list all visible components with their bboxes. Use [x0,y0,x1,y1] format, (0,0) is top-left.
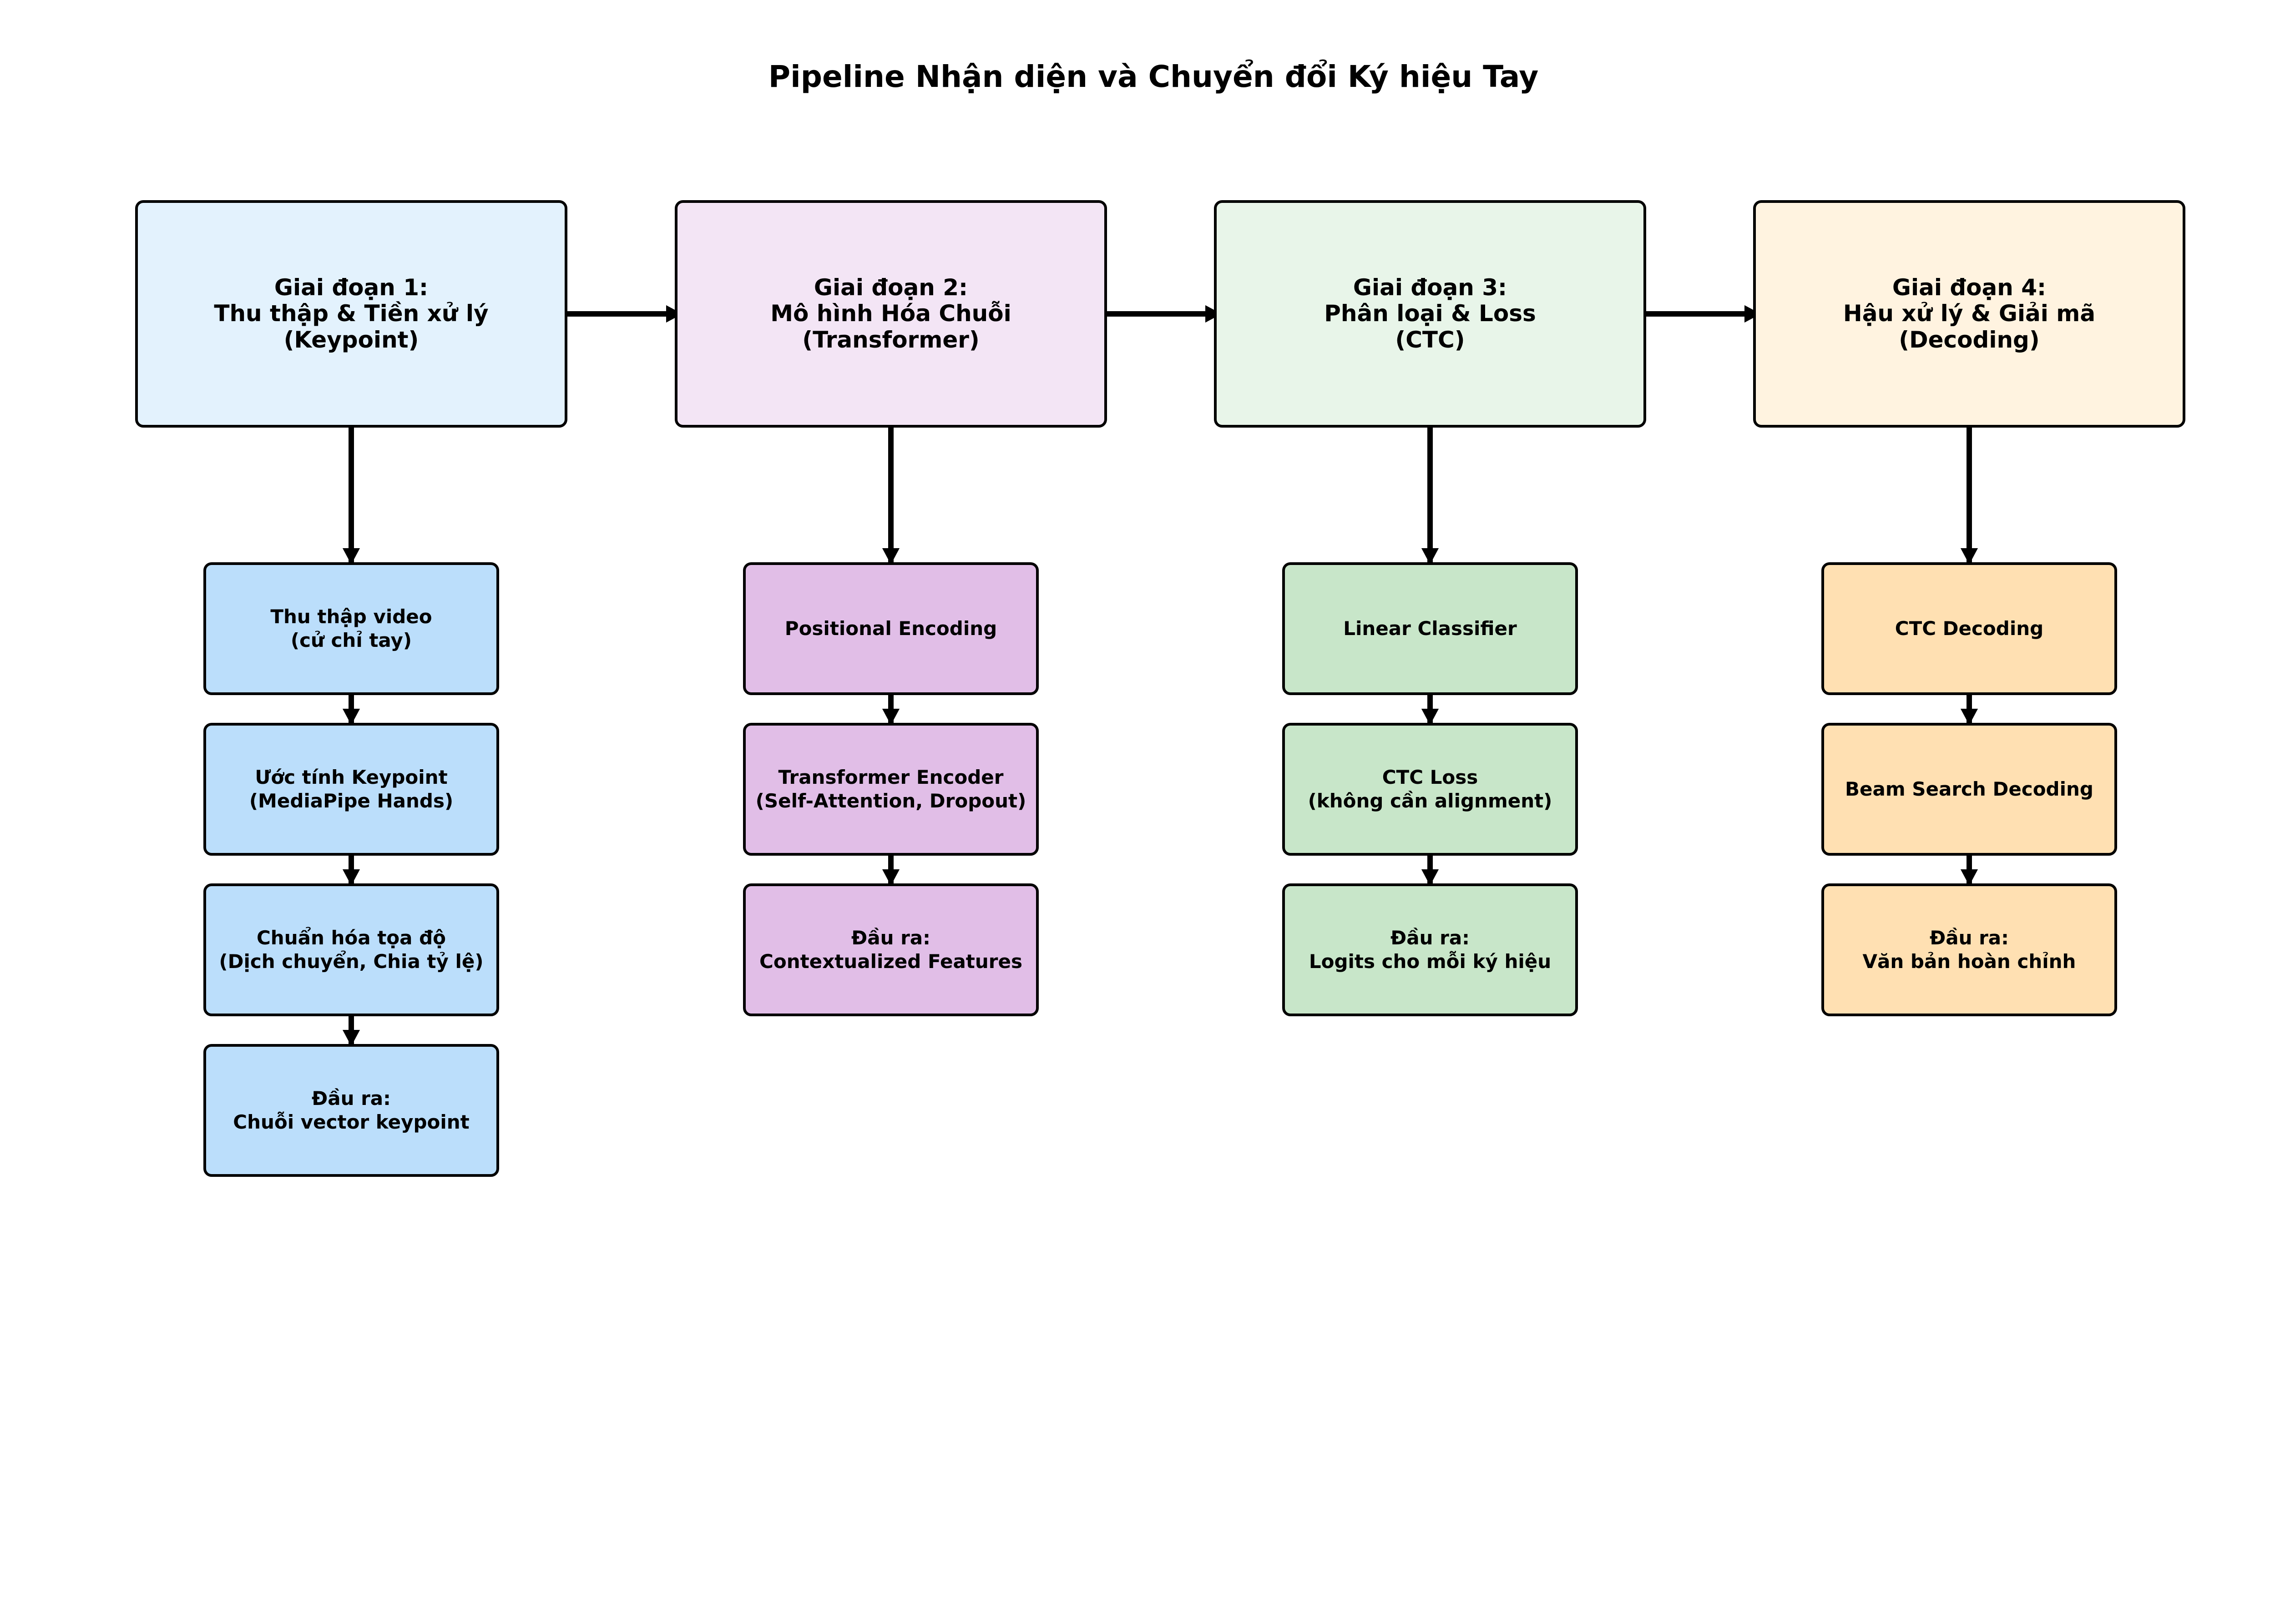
stage-4-step-beam-search: Beam Search Decoding [1821,723,2117,856]
stage-2-step-output: Đầu ra: Contextualized Features [743,883,1039,1016]
stage-4-step-ctc-decoding: CTC Decoding [1821,562,2117,695]
stage-1-step-output: Đầu ra: Chuỗi vector keypoint [203,1044,499,1177]
stage-4-step-output: Đầu ra: Văn bản hoàn chỉnh [1821,883,2117,1016]
stage-2-box: Giai đoạn 2: Mô hình Hóa Chuỗi (Transfor… [675,200,1107,428]
stage-4-box: Giai đoạn 4: Hậu xử lý & Giải mã (Decodi… [1753,200,2185,428]
stage-3-step-linear-classifier: Linear Classifier [1282,562,1578,695]
diagram-title: Pipeline Nhận diện và Chuyển đổi Ký hiệu… [768,59,1539,94]
stage-3-box: Giai đoạn 3: Phân loại & Loss (CTC) [1214,200,1646,428]
stage-1-step-keypoint-estimation: Ước tính Keypoint (MediaPipe Hands) [203,723,499,856]
stage-1-box: Giai đoạn 1: Thu thập & Tiền xử lý (Keyp… [135,200,567,428]
stage-2-step-transformer-encoder: Transformer Encoder (Self-Attention, Dro… [743,723,1039,856]
stage-2-step-positional-encoding: Positional Encoding [743,562,1039,695]
stage-1-step-normalize-coordinates: Chuẩn hóa tọa độ (Dịch chuyển, Chia tỷ l… [203,883,499,1016]
stage-1-step-capture-video: Thu thập video (cử chỉ tay) [203,562,499,695]
stage-3-step-ctc-loss: CTC Loss (không cần alignment) [1282,723,1578,856]
stage-3-step-output: Đầu ra: Logits cho mỗi ký hiệu [1282,883,1578,1016]
